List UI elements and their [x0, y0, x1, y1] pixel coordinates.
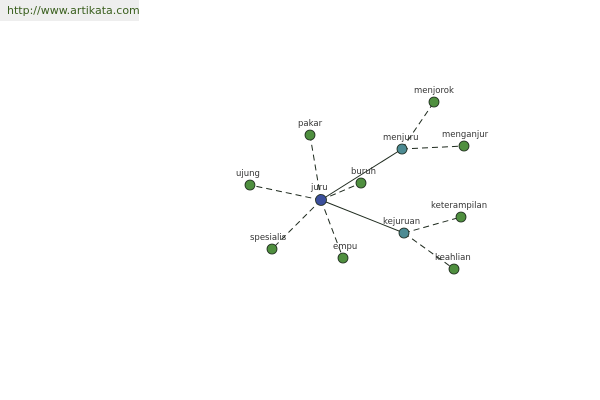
node-pakar[interactable] [304, 129, 316, 141]
graph-labels: juru pakar ujung buruh spesialis empu menjuru k… [236, 86, 489, 263]
node-label-menjorok[interactable]: menjorok [414, 86, 454, 96]
node-label-keahlian[interactable]: keahlian [435, 253, 471, 263]
node-label-juru[interactable]: juru [310, 183, 328, 193]
node-menjuru[interactable] [396, 143, 408, 155]
node-label-kejuruan[interactable]: kejuruan [383, 217, 420, 227]
node-label-buruh[interactable]: buruh [351, 167, 376, 177]
node-label-spesialis[interactable]: spesialis [250, 233, 287, 243]
node-label-empu[interactable]: empu [333, 242, 357, 252]
edge-juru-menjuru [320, 148, 403, 201]
graph-edges [249, 101, 465, 270]
node-label-ujung[interactable]: ujung [236, 169, 260, 179]
node-ujung[interactable] [244, 179, 256, 191]
node-keahlian[interactable] [448, 263, 460, 275]
edge-kejuruan-keahlian [403, 232, 455, 270]
node-spesialis[interactable] [266, 243, 278, 255]
node-empu[interactable] [337, 252, 349, 264]
node-label-pakar[interactable]: pakar [298, 119, 323, 129]
edge-menjuru-menganjur [401, 145, 465, 150]
edge-juru-buruh [320, 182, 362, 201]
graph-nodes [244, 96, 470, 275]
node-label-menjuru[interactable]: menjuru [383, 133, 419, 143]
node-kejuruan[interactable] [398, 227, 410, 239]
node-juru[interactable] [315, 194, 327, 206]
node-keterampilan[interactable] [455, 211, 467, 223]
node-buruh[interactable] [355, 177, 367, 189]
edge-juru-spesialis [271, 199, 322, 250]
edge-juru-kejuruan [320, 199, 405, 234]
source-url-text[interactable]: http://www.artikata.com [7, 4, 140, 17]
edge-juru-empu [320, 199, 344, 259]
source-url-banner: http://www.artikata.com [0, 0, 140, 21]
node-label-keterampilan[interactable]: keterampilan [431, 201, 487, 211]
edge-juru-ujung [249, 184, 322, 201]
node-menganjur[interactable] [458, 140, 470, 152]
node-menjorok[interactable] [428, 96, 440, 108]
edge-juru-pakar [309, 134, 322, 201]
node-label-menganjur[interactable]: menganjur [442, 130, 489, 140]
